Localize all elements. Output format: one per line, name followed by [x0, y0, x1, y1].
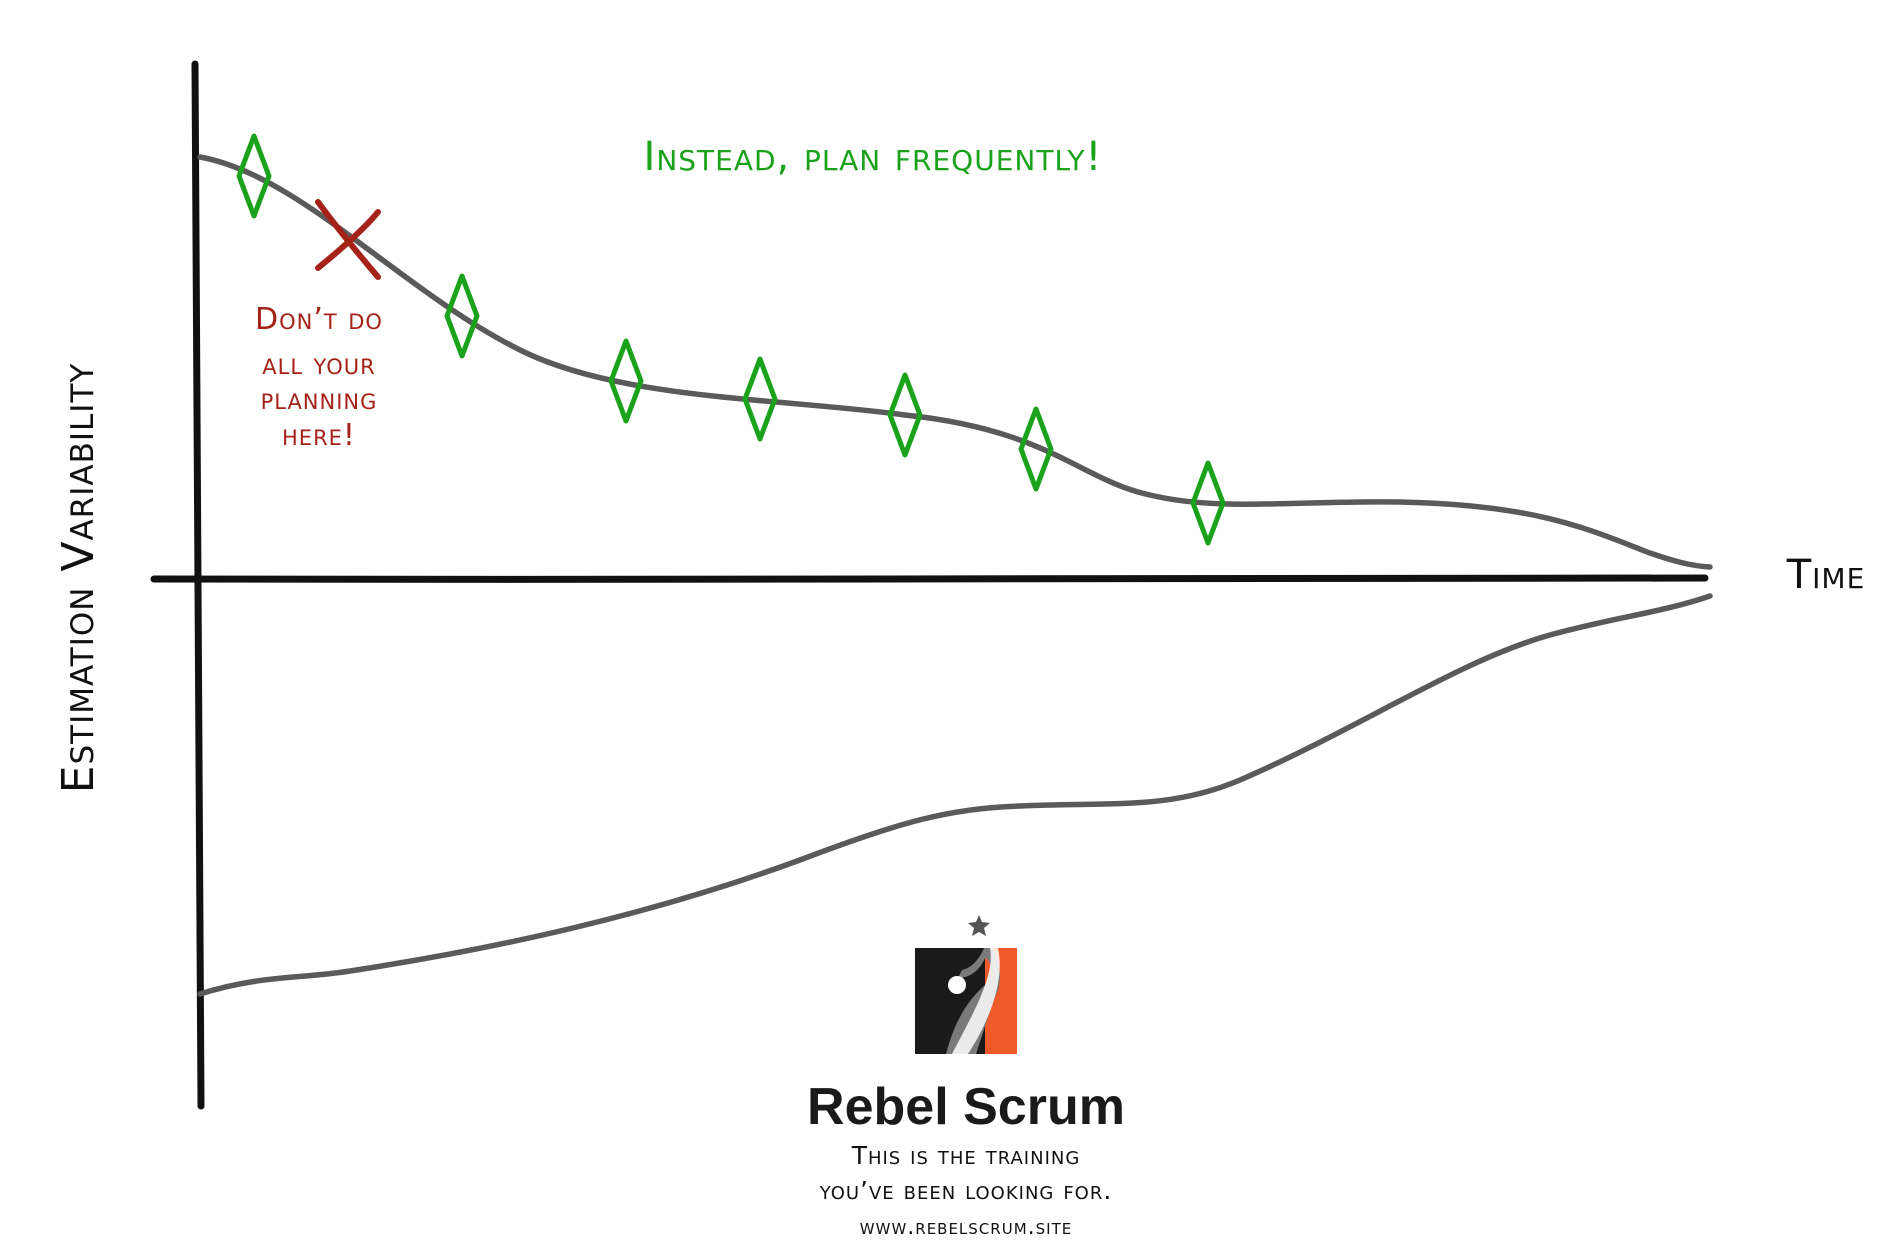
x-axis [150, 574, 1709, 583]
diamond-planning-point-1 [236, 133, 272, 219]
dont-plan-here-note: Don’t do all your planning here! [255, 302, 383, 453]
diamond-planning-point-6 [1018, 406, 1054, 492]
diamond-planning-point-2 [444, 273, 480, 359]
diamond-planning-point-3 [608, 338, 644, 424]
brand-tagline-2: you’ve been looking for. [819, 1176, 1113, 1205]
plan-frequently-note: Instead, plan frequently! [644, 134, 1103, 180]
star-icon [968, 915, 990, 936]
diamond-planning-point-7 [1190, 460, 1226, 546]
x-axis-label: Time [1786, 552, 1866, 598]
lower-variability-curve [197, 593, 1713, 997]
note-line-3: planning [261, 382, 378, 417]
logo-swoosh [952, 948, 1000, 1054]
upper-variability-curve [197, 154, 1713, 570]
logo-figure-head [948, 976, 966, 994]
diamond-planning-point-4 [742, 356, 778, 442]
y-axis [191, 60, 205, 1110]
diamond-planning-point-5 [887, 372, 923, 458]
cross-icon [315, 199, 381, 280]
note-line-1: Don’t do [255, 302, 383, 337]
brand-name: Rebel Scrum [807, 1078, 1125, 1136]
logo-figure [946, 948, 1000, 1054]
rebel-scrum-logo [915, 915, 1017, 1054]
note-line-2: all your [262, 347, 375, 382]
brand-url: www.rebelscrum.site [860, 1215, 1072, 1240]
brand-tagline-1: This is the training [851, 1141, 1081, 1170]
note-line-4: here! [282, 418, 356, 453]
y-axis-label: Estimation Variability [53, 363, 104, 794]
planning-points [236, 133, 1226, 546]
